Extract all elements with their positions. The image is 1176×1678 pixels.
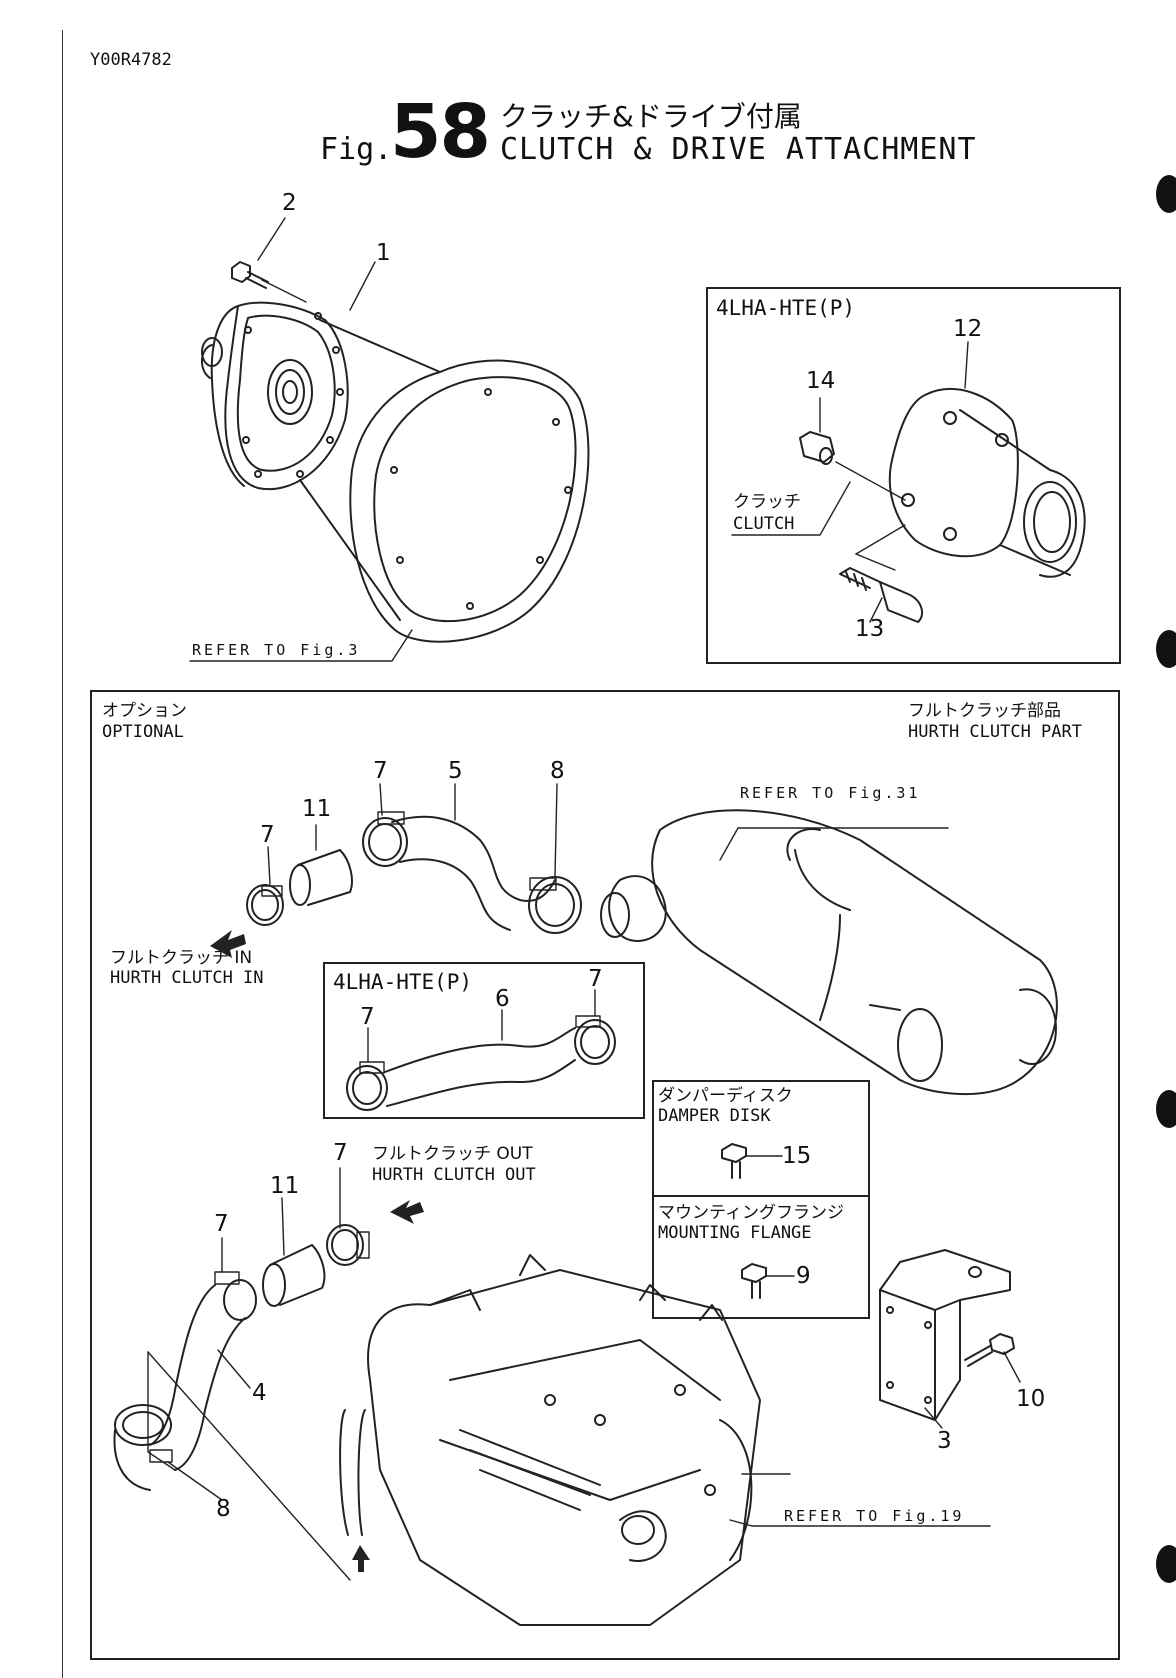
bolt-9-drawing <box>741 1263 795 1299</box>
callout-1: 1 <box>376 240 391 266</box>
callout-7f: 7 <box>214 1211 229 1237</box>
binder-hole <box>1156 1545 1176 1583</box>
doc-code: Y00R4782 <box>90 50 172 70</box>
hurth-part-jp: フルトクラッチ部品 <box>908 701 1061 721</box>
leader-12 <box>964 341 969 389</box>
pipe-11b-drawing <box>262 1224 370 1307</box>
callout-9: 9 <box>796 1263 811 1289</box>
engine-drawing <box>339 1254 761 1626</box>
damper-jp: ダンパーディスク <box>658 1086 793 1106</box>
binder-hole <box>1156 175 1176 213</box>
hurth-out-en: HURTH CLUTCH OUT <box>372 1165 536 1185</box>
fig-number: 58 <box>390 89 491 175</box>
callout-5: 5 <box>448 758 463 784</box>
left-margin-line <box>62 30 63 1678</box>
inset-top-model: 4LHA-HTE(P) <box>716 296 856 320</box>
leader-4 <box>217 1349 251 1389</box>
bolt-13-drawing <box>839 524 924 623</box>
callout-15: 15 <box>782 1143 812 1169</box>
callout-7a: 7 <box>373 758 388 784</box>
inset-hose-model: 4LHA-HTE(P) <box>333 970 473 994</box>
callout-7d: 7 <box>360 1004 375 1030</box>
fig-title-jp: クラッチ&ドライブ付属 <box>500 100 802 133</box>
leader-10 <box>1003 1351 1021 1383</box>
hose-4-drawing <box>113 1271 257 1491</box>
optional-en: OPTIONAL <box>102 722 184 742</box>
leader-1 <box>349 261 376 311</box>
hurth-out-jp: フルトクラッチ OUT <box>372 1144 533 1164</box>
nut-14-drawing <box>799 431 906 501</box>
leader-2 <box>257 217 286 261</box>
leader-refer-3 <box>189 629 413 662</box>
mounting-jp: マウンティングフランジ <box>658 1203 844 1223</box>
pipe-11a-drawing <box>246 849 353 926</box>
binder-hole <box>1156 1090 1176 1128</box>
hurth-in-en: HURTH CLUTCH IN <box>110 968 264 988</box>
callout-7e: 7 <box>333 1140 348 1166</box>
bolt-2-drawing <box>231 261 307 303</box>
leader-13 <box>869 597 883 623</box>
callout-10: 10 <box>1016 1386 1046 1412</box>
refer-fig-3: REFER TO Fig.3 <box>192 641 361 659</box>
callout-2: 2 <box>282 190 297 216</box>
refer-fig-31: REFER TO Fig.31 <box>740 784 921 802</box>
leader-3 <box>924 1407 943 1429</box>
callout-13: 13 <box>855 616 885 642</box>
fig-prefix: Fig. <box>320 132 393 167</box>
damper-en: DAMPER DISK <box>658 1106 771 1126</box>
bracket-3-drawing <box>879 1249 1011 1421</box>
hose-6-drawing <box>346 1015 616 1111</box>
hurth-in-jp: フルトクラッチ IN <box>110 948 253 968</box>
inset-4lha-hose <box>323 962 645 1119</box>
bell-housing-drawing <box>299 319 590 643</box>
mounting-en: MOUNTING FLANGE <box>658 1223 812 1243</box>
clutch-label-jp: クラッチ <box>733 492 801 512</box>
inset-4lha-clutch <box>706 287 1121 664</box>
callout-4: 4 <box>252 1380 267 1406</box>
leader-clutch <box>731 481 851 536</box>
callout-8a: 8 <box>550 758 565 784</box>
callout-11a: 11 <box>302 796 332 822</box>
callout-11b: 11 <box>270 1173 300 1199</box>
clutch-label-en: CLUTCH <box>733 514 795 534</box>
bolt-10-drawing <box>964 1333 1015 1367</box>
figure-title: Fig. 58 クラッチ&ドライブ付属 CLUTCH & DRIVE ATTAC… <box>320 95 980 175</box>
refer-fig-19: REFER TO Fig.19 <box>784 1507 965 1525</box>
leader-8b <box>167 1461 223 1501</box>
callout-8b: 8 <box>216 1496 231 1522</box>
fig-title-en: CLUTCH & DRIVE ATTACHMENT <box>500 132 977 167</box>
callout-7b: 7 <box>260 822 275 848</box>
optional-jp: オプション <box>102 701 187 721</box>
leader-8a <box>554 783 558 877</box>
muffler-drawing <box>600 809 1058 1095</box>
optional-section-frame <box>90 690 1120 1660</box>
callout-6: 6 <box>495 986 510 1012</box>
hurth-part-en: HURTH CLUTCH PART <box>908 722 1082 742</box>
binder-hole <box>1156 630 1176 668</box>
leader-7b <box>267 846 271 885</box>
leader-11b <box>281 1197 285 1256</box>
clutch-housing-1-drawing <box>201 301 349 491</box>
callout-14: 14 <box>806 368 836 394</box>
leader-7a <box>379 783 383 816</box>
mounting-flange-box <box>652 1195 870 1319</box>
callout-7c: 7 <box>588 966 603 992</box>
hub-12-drawing <box>888 388 1086 578</box>
hose-5-drawing <box>362 811 582 934</box>
callout-3: 3 <box>937 1428 952 1454</box>
bolt-15-drawing <box>721 1143 783 1179</box>
callout-12: 12 <box>953 316 983 342</box>
